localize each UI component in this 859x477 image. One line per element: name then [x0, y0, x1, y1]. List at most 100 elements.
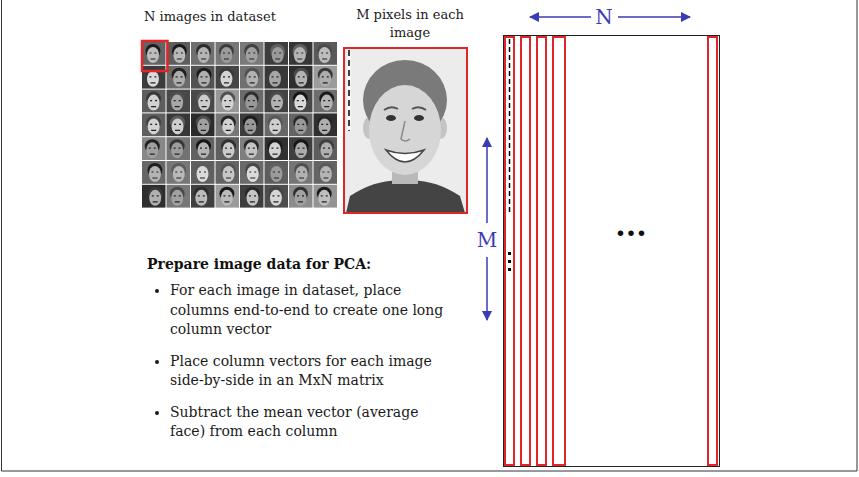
- thumbnail-features: [249, 77, 256, 83]
- thumbnail-features: [150, 101, 157, 107]
- thumbnail-background: [191, 161, 215, 184]
- thumbnail-background: [142, 113, 166, 136]
- thumbnail-features: [200, 148, 207, 154]
- thumbnail-features: [201, 77, 208, 83]
- thumbnail-features: [248, 148, 255, 154]
- shirt: [346, 181, 465, 213]
- face-thumbnail: [240, 137, 264, 160]
- image-highlight-box: [344, 48, 467, 213]
- image-column: [521, 37, 530, 465]
- face-thumbnail: [216, 66, 240, 89]
- thumbnail-background: [216, 90, 240, 113]
- face-thumbnail: [314, 137, 338, 160]
- thumbnail-face: [147, 71, 159, 87]
- thumbnail-face: [270, 190, 282, 206]
- image-column: [553, 37, 565, 465]
- face-thumbnail: [314, 42, 338, 65]
- thumbnail-features: [321, 196, 328, 202]
- thumbnail-face: [149, 166, 161, 182]
- thumbnail-features: [223, 77, 230, 83]
- thumbnail-face: [222, 95, 234, 111]
- face-thumbnail: [167, 42, 191, 65]
- thumbnail-features: [201, 101, 208, 107]
- thumbnail-face: [269, 71, 281, 87]
- thumbnail-background: [314, 161, 338, 184]
- thumbnail-features: [272, 196, 279, 202]
- face-thumbnail: [142, 137, 166, 160]
- matrix-columns: [505, 37, 717, 465]
- thumbnail-background: [167, 185, 191, 208]
- thumbnail-background: [216, 113, 240, 136]
- face-thumbnail: [289, 113, 313, 136]
- thumbnail-background: [216, 66, 240, 89]
- thumbnail-features: [199, 172, 206, 178]
- face-thumbnail: [240, 161, 264, 184]
- face-thumbnail: [216, 113, 240, 136]
- thumbnail-face: [320, 142, 332, 158]
- thumbnail-features: [224, 101, 231, 107]
- dataset-caption: N images in dataset: [130, 8, 290, 26]
- thumbnail-features: [274, 53, 281, 59]
- slide-frame: [1, 0, 2, 471]
- thumbnail-face: [272, 47, 284, 63]
- face-thumbnail: [216, 185, 240, 208]
- face-thumbnail: [314, 66, 338, 89]
- thumbnail-background: [216, 185, 240, 208]
- thumbnail-face: [320, 166, 332, 182]
- thumbnail-face: [319, 71, 331, 87]
- thumbnail-features: [297, 101, 304, 107]
- thumbnail-background: [240, 90, 264, 113]
- thumbnail-background: [289, 42, 313, 65]
- thumbnail-face: [319, 118, 331, 134]
- thumbnail-face: [198, 71, 210, 87]
- thumbnail-features: [273, 101, 280, 107]
- height-arrow: [486, 138, 488, 223]
- thumbnail-face: [269, 142, 281, 158]
- thumbnail-face: [223, 142, 235, 158]
- thumbnail-features: [248, 53, 255, 59]
- image-background: [344, 48, 467, 213]
- thumbnail-background: [265, 161, 289, 184]
- image-column: [537, 37, 546, 465]
- thumbnail-background: [191, 185, 215, 208]
- thumbnail-face: [198, 47, 210, 63]
- bullet-text: For each image in dataset, place columns…: [170, 281, 450, 340]
- thumbnail-features: [273, 172, 280, 178]
- face-thumbnail: [265, 42, 289, 65]
- thumbnail-face: [295, 118, 307, 134]
- ellipsis-mark: ...: [615, 211, 646, 241]
- thumbnail-background: [314, 137, 338, 160]
- thumbnail-features: [150, 124, 157, 130]
- thumbnail-background: [265, 185, 289, 208]
- thumbnail-face: [220, 47, 232, 63]
- thumbnail-face: [295, 190, 307, 206]
- face-thumbnail: [240, 113, 264, 136]
- thumbnail-face: [198, 95, 210, 111]
- face-thumbnail: [265, 161, 289, 184]
- thumbnail-face: [295, 71, 307, 87]
- image-column: [505, 37, 514, 465]
- thumbnail-face: [246, 190, 258, 206]
- thumbnail-features: [223, 53, 230, 59]
- face-thumbnail: [191, 137, 215, 160]
- thumbnail-face: [220, 71, 232, 87]
- smile: [386, 150, 424, 162]
- thumbnail-features: [271, 148, 278, 154]
- thumbnail-background: [314, 113, 338, 136]
- face-thumbnail: [289, 137, 313, 160]
- bullet-text: Subtract the mean vector (average face) …: [170, 403, 450, 442]
- thumbnail-face: [244, 118, 256, 134]
- face-thumbnail: [289, 66, 313, 89]
- thumbnail-face: [147, 47, 159, 63]
- thumbnail-features: [323, 101, 330, 107]
- face-dataset-grid: [142, 41, 337, 208]
- continuation-dot: [508, 260, 511, 263]
- thumbnail-face: [221, 190, 233, 206]
- thumbnail-features: [151, 172, 158, 178]
- thumbnail-background: [216, 161, 240, 184]
- face-thumbnail: [240, 42, 264, 65]
- data-matrix: ...: [503, 35, 720, 467]
- face-thumbnail: [167, 137, 191, 160]
- thumbnail-background: [191, 66, 215, 89]
